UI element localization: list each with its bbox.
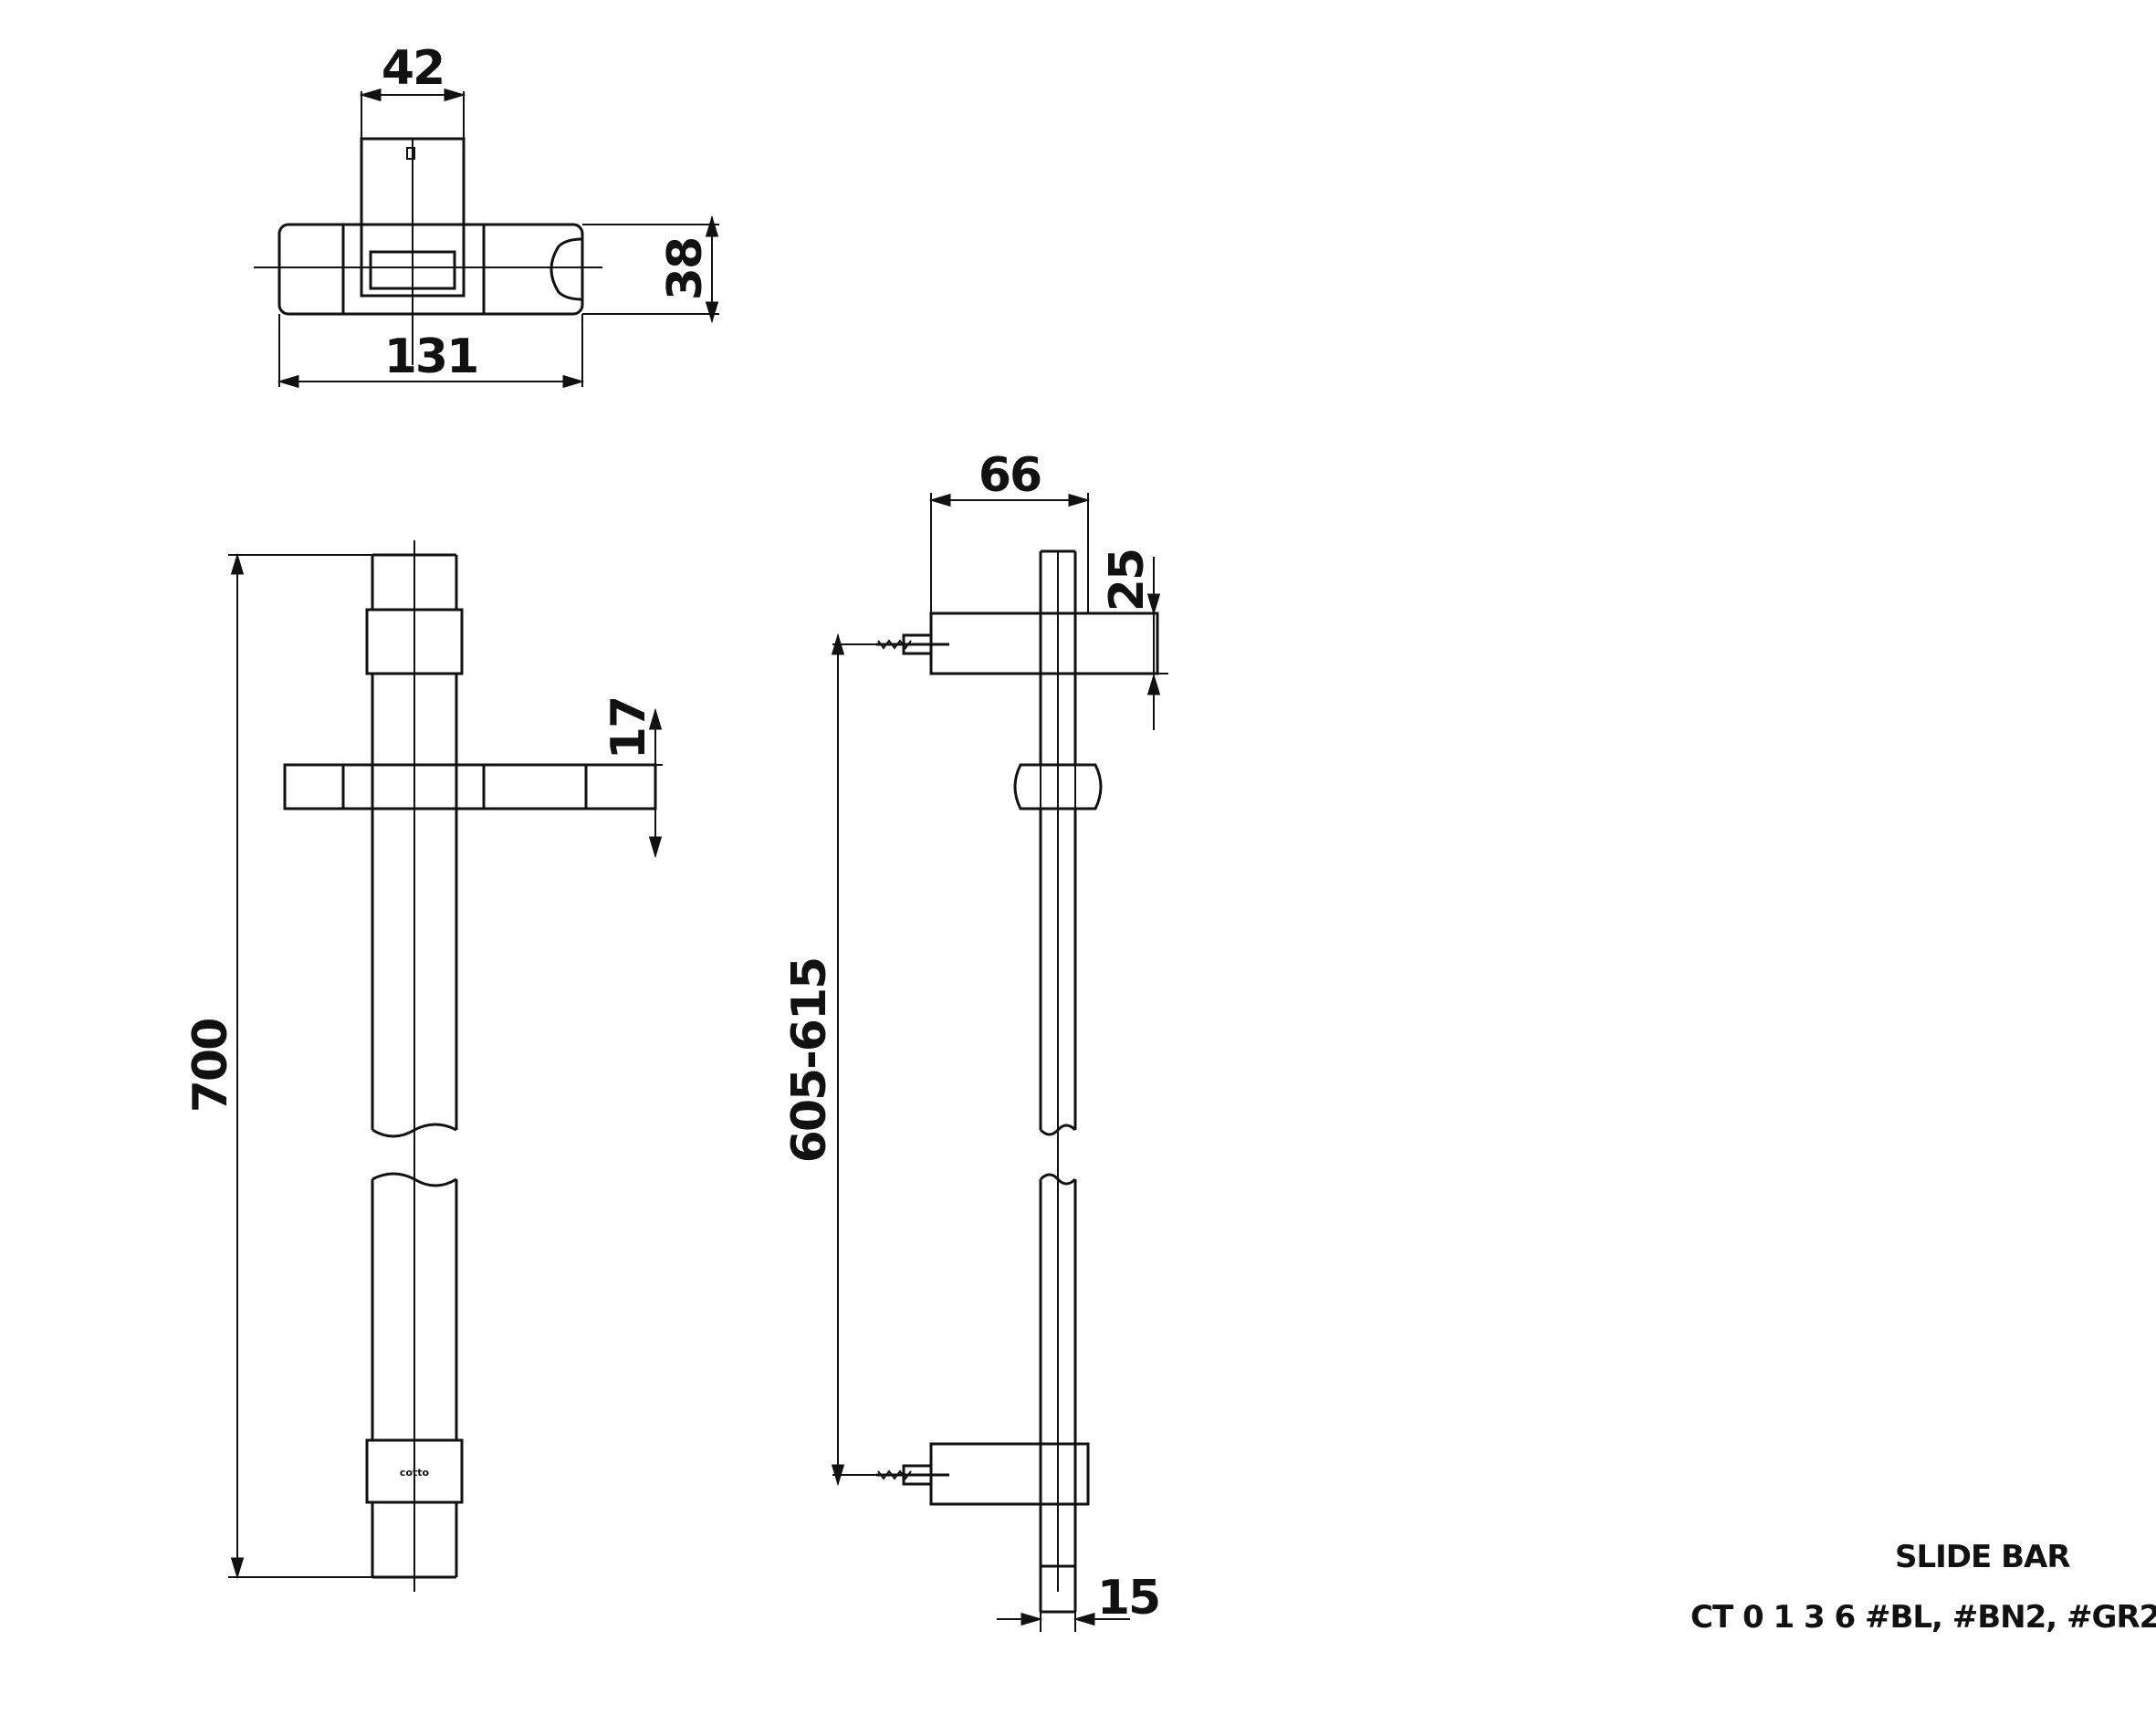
- drawing-title: SLIDE BAR: [1895, 1539, 2070, 1575]
- dimension-fixing-distance: 605-615: [782, 632, 878, 1487]
- dimension-bracket-height: 25: [1100, 549, 1168, 730]
- dim-label-25: 25: [1100, 549, 1155, 612]
- dim-label-700: 700: [183, 1019, 238, 1113]
- dimension-holder-thickness: 17: [602, 697, 663, 859]
- dimension-holder-width: 42: [359, 41, 466, 102]
- top-view: [254, 91, 602, 365]
- dim-label-42: 42: [382, 41, 444, 96]
- dimension-bar-diameter: 15: [997, 1571, 1161, 1632]
- dimension-depth-side: 66: [928, 448, 1091, 613]
- dimension-holder-depth: 38: [582, 214, 719, 324]
- model-code: CT 0 1 3 6 #BL, #BN2, #GR2: [1690, 1599, 2156, 1636]
- side-view: [876, 549, 1159, 1614]
- dim-label-131: 131: [384, 329, 478, 384]
- dimension-total-height: 700: [183, 552, 372, 1580]
- dim-label-605-615: 605-615: [782, 958, 837, 1164]
- dimension-bracket-length: 131: [277, 314, 585, 389]
- dim-label-38: 38: [658, 238, 713, 300]
- dim-label-17: 17: [602, 697, 656, 759]
- front-view: cotto: [283, 540, 657, 1592]
- dim-label-66: 66: [979, 448, 1041, 503]
- dim-label-15: 15: [1097, 1571, 1159, 1626]
